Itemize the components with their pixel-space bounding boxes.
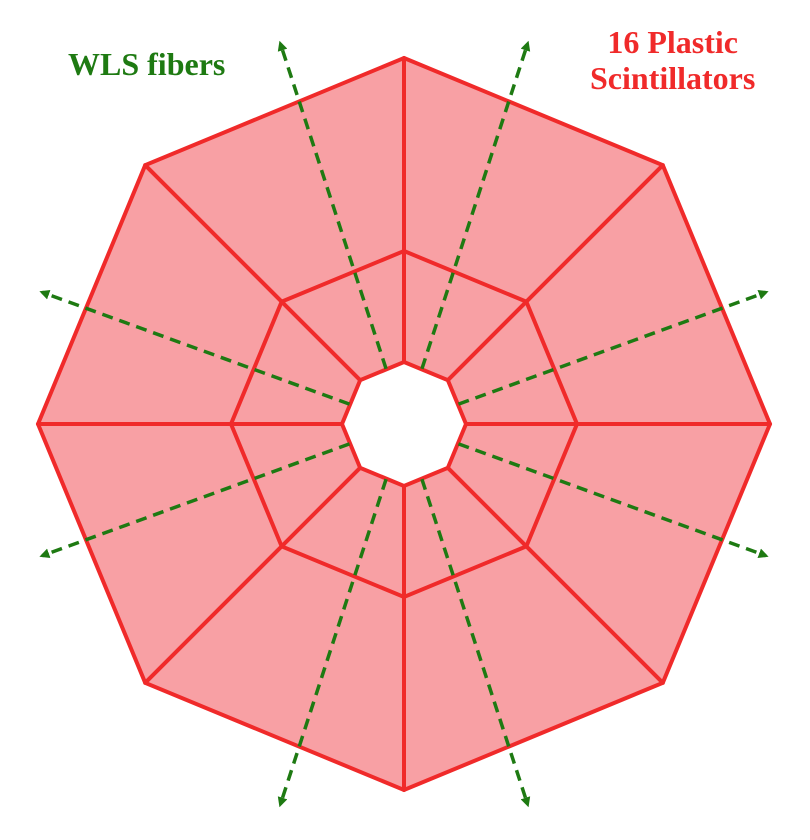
wls-fiber-arrow bbox=[457, 442, 769, 558]
scintillators-label-line2: Scintillators bbox=[590, 60, 756, 96]
wls-fiber-arrow bbox=[277, 478, 388, 808]
scintillator-divider bbox=[143, 163, 363, 383]
wls-fiber-arrow bbox=[39, 442, 351, 558]
scintillator-divider bbox=[445, 465, 665, 685]
scintillators-label-line1: 16 Plastic bbox=[607, 24, 738, 60]
wls-fiber-group bbox=[39, 40, 769, 808]
wls-fiber-arrow bbox=[457, 290, 769, 406]
scintillator-divider bbox=[445, 163, 665, 383]
wls-fiber-arrow bbox=[420, 40, 531, 370]
wls-fiber-arrow bbox=[420, 478, 531, 808]
wls-fibers-label: WLS fibers bbox=[68, 46, 226, 82]
scintillator-divider bbox=[143, 465, 363, 685]
scintillator-edges bbox=[35, 55, 773, 793]
wls-fiber-arrow bbox=[39, 290, 351, 406]
wls-fiber-arrow bbox=[277, 40, 388, 370]
scintillators-label: 16 Plastic Scintillators bbox=[590, 24, 755, 96]
